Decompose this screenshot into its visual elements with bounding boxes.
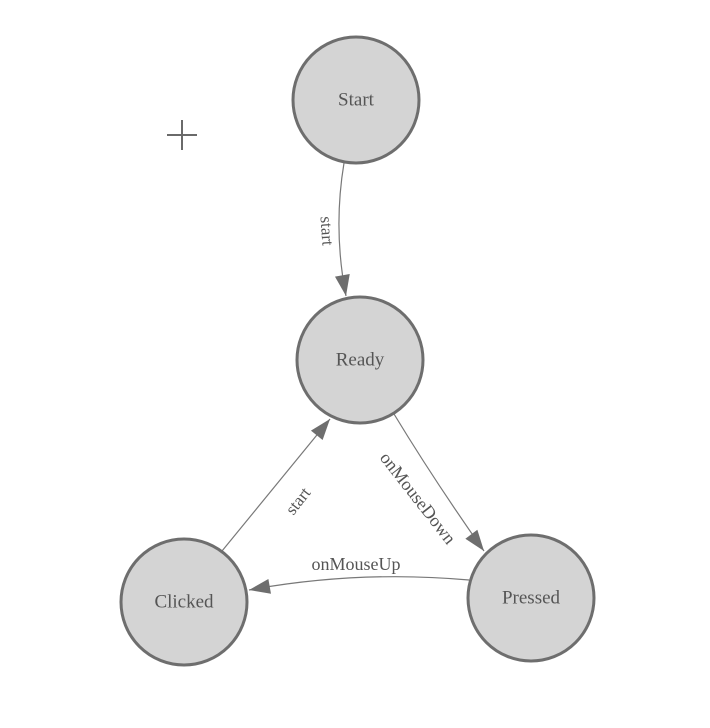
node-label-clicked: Clicked: [154, 592, 214, 613]
node-label-pressed: Pressed: [502, 588, 561, 609]
node-label-ready: Ready: [336, 350, 385, 371]
arrowhead-icon: [249, 578, 271, 594]
arrowhead-icon: [310, 419, 330, 441]
crosshair-icon: [167, 120, 197, 150]
edge-label-start-1: start: [317, 216, 338, 247]
edge-label-start-2: start: [282, 483, 315, 518]
state-node-clicked[interactable]: Clicked: [119, 537, 249, 667]
node-label-start: Start: [338, 90, 375, 111]
edge-clicked-to-ready[interactable]: start: [221, 414, 336, 552]
edge-label-onmouseup: onMouseUp: [312, 554, 401, 574]
state-node-ready[interactable]: Ready: [295, 295, 425, 425]
edge-pressed-to-clicked[interactable]: onMouseUp: [248, 554, 470, 597]
arrowhead-icon: [465, 529, 484, 551]
state-node-pressed[interactable]: Pressed: [466, 533, 596, 663]
edge-ready-to-pressed[interactable]: onMouseDown: [376, 413, 490, 556]
edge-start-to-ready[interactable]: start: [317, 162, 354, 297]
arrowhead-icon: [334, 274, 350, 296]
state-node-start[interactable]: Start: [291, 35, 421, 165]
